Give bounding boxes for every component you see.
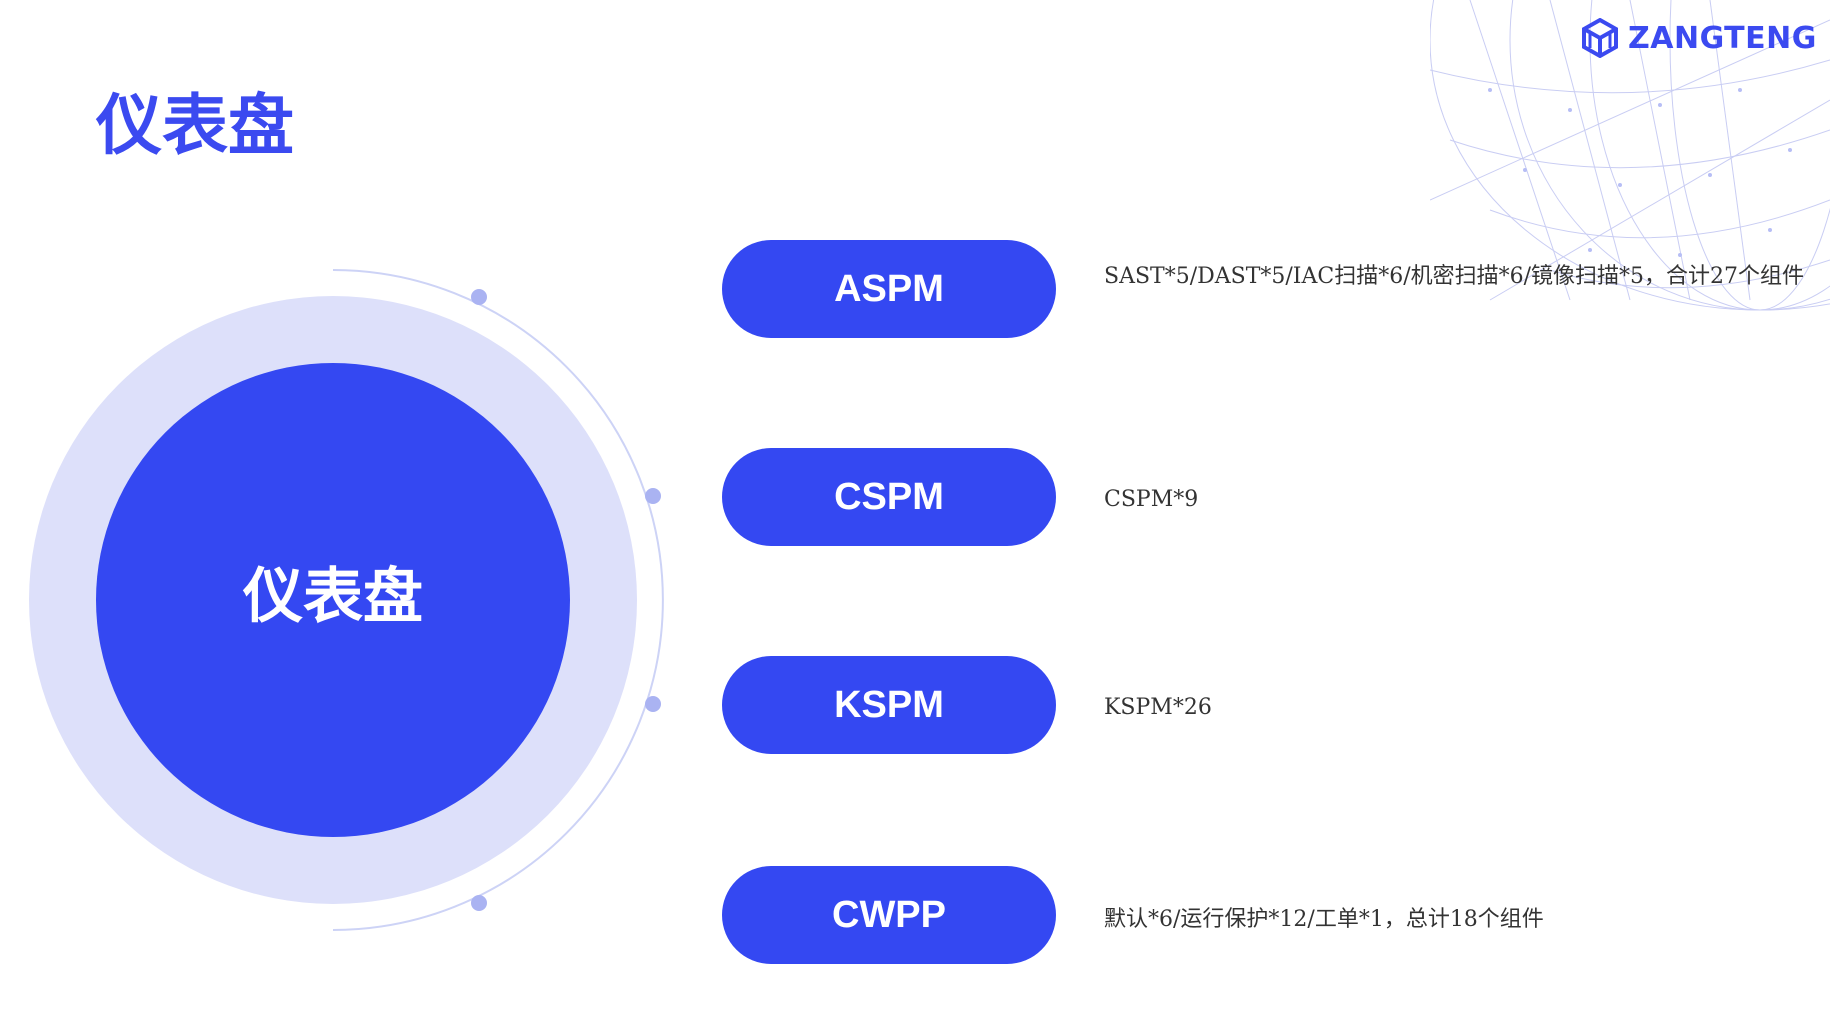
pill-kspm: KSPM <box>722 656 1056 754</box>
description-cspm: CSPM*9 <box>1104 487 1199 512</box>
arc-dot <box>471 895 487 911</box>
center-label: 仪表盘 <box>243 562 423 632</box>
pill-aspm: ASPM <box>722 240 1056 338</box>
brand-logo: ZANGTENG <box>1580 18 1817 58</box>
inner-circle <box>96 363 570 837</box>
arc-dot <box>645 488 661 504</box>
brand-wordmark: ZANGTENG <box>1628 20 1817 56</box>
outer-arc <box>332 269 664 931</box>
brand-cube-icon <box>1582 18 1618 58</box>
description-kspm: KSPM*26 <box>1104 695 1212 720</box>
description-aspm: SAST*5/DAST*5/IAC扫描*6/机密扫描*6/镜像扫描*5，合计27… <box>1104 264 1805 289</box>
arc-dot <box>645 696 661 712</box>
arc-dot <box>471 289 487 305</box>
center-circle-graphic <box>29 269 664 931</box>
page-title: 仪表盘 <box>96 87 294 164</box>
pill-cspm: CSPM <box>722 448 1056 546</box>
description-cwpp: 默认*6/运行保护*12/工单*1，总计18个组件 <box>1104 907 1544 932</box>
pill-cwpp: CWPP <box>722 866 1056 964</box>
